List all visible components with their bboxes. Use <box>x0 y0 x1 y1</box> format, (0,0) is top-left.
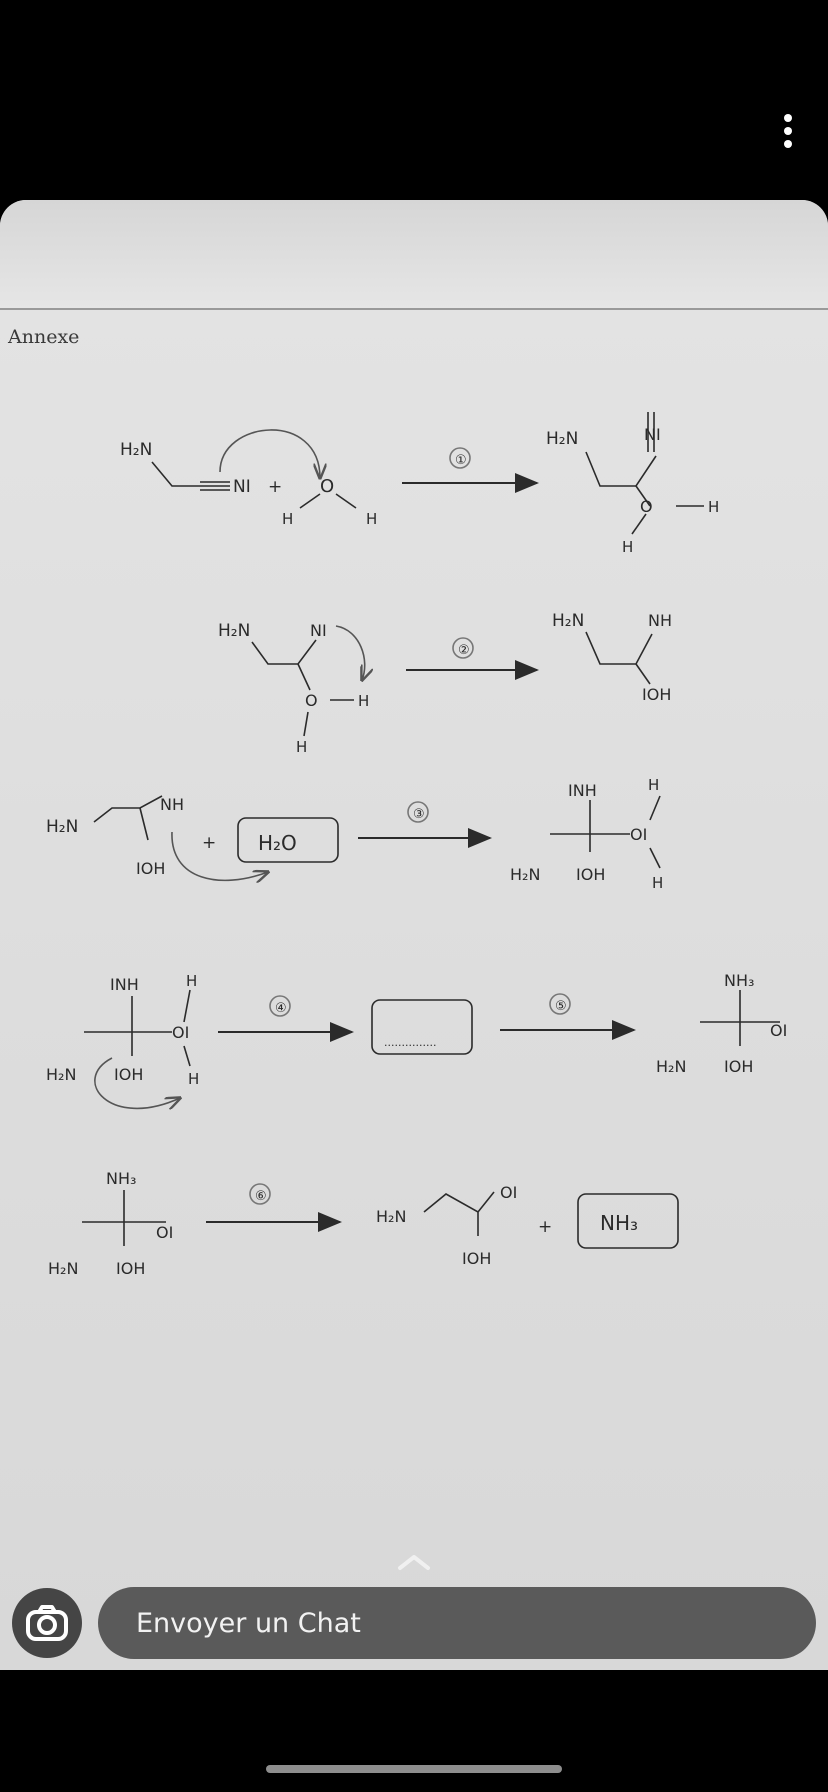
r1p-ni: NI <box>644 425 661 444</box>
r4-o: OI <box>172 1023 189 1042</box>
paper-edge <box>0 200 828 310</box>
row-4: INH OI H H H₂N IOH ④ ............... ⑤ N… <box>46 971 787 1108</box>
r2p-nh: NH <box>648 611 672 630</box>
r3-plus: + <box>202 833 216 853</box>
r2p-oh: IOH <box>642 685 671 704</box>
row-5: NH₃ OI H₂N IOH ⑥ H₂N OI IOH + NH₃ <box>48 1169 679 1278</box>
step4-blank-box: ............... <box>384 1036 436 1049</box>
r2-ni: NI <box>310 621 327 640</box>
r3p-o: OI <box>630 825 647 844</box>
r1-plus: + <box>268 477 282 497</box>
chat-placeholder: Envoyer un Chat <box>136 1608 361 1639</box>
r3-nh: NH <box>160 795 184 814</box>
r2-h2n: H₂N <box>218 621 250 641</box>
r5-nh3: NH₃ <box>106 1169 136 1188</box>
r4-inh: INH <box>110 975 139 994</box>
home-indicator[interactable] <box>266 1765 562 1773</box>
r4-oh: IOH <box>114 1065 143 1084</box>
r5p-h2n: H₂N <box>376 1207 406 1226</box>
r5-h2n: H₂N <box>48 1259 78 1278</box>
chat-input[interactable]: Envoyer un Chat <box>98 1587 816 1659</box>
r3-h2n: H₂N <box>46 817 78 837</box>
step-6: ⑥ <box>255 1189 267 1204</box>
r1p-h: H <box>708 498 719 516</box>
r1p-o: O <box>640 497 653 516</box>
r3p-h2: H <box>652 874 663 892</box>
row-3: H₂N NH IOH + H₂O ③ INH OI H H H₂N IOH <box>46 776 663 892</box>
step6-product-answer: NH₃ <box>600 1211 638 1235</box>
r4-h2n: H₂N <box>46 1065 76 1084</box>
r4p-o: OI <box>770 1021 787 1040</box>
step-4: ④ <box>275 1001 287 1016</box>
r2-o: O <box>305 691 318 710</box>
r3p-oh: IOH <box>576 865 605 884</box>
r1-h2n: H₂N <box>120 440 152 460</box>
r1-o: O <box>320 476 334 497</box>
paper-rule <box>0 308 828 310</box>
r2-h2: H <box>296 738 307 756</box>
chevron-up-icon[interactable] <box>396 1552 432 1572</box>
r1-h-right: H <box>366 510 377 528</box>
r4p-nh3: NH₃ <box>724 971 754 990</box>
row-2: H₂N NI O H H ② H₂N NH IOH <box>218 611 672 756</box>
r3-oh: IOH <box>136 859 165 878</box>
r4-h2: H <box>188 1070 199 1088</box>
r2-h: H <box>358 692 369 710</box>
r5-o: OI <box>156 1223 173 1242</box>
camera-icon <box>26 1605 68 1641</box>
r2p-h2n: H₂N <box>552 611 584 631</box>
r5p-o: OI <box>500 1183 517 1202</box>
r1-ni: NI <box>233 477 251 497</box>
photo-of-worksheet: Annexe <box>0 200 828 1670</box>
row-1: H₂N NI + O H H ① H₂N NI O H H <box>120 412 719 556</box>
r5-oh: IOH <box>116 1259 145 1278</box>
r4p-h2n: H₂N <box>656 1057 686 1076</box>
more-vertical-icon[interactable] <box>780 114 796 154</box>
r5p-oh: IOH <box>462 1249 491 1268</box>
r4p-oh: IOH <box>724 1057 753 1076</box>
step-1: ① <box>455 453 467 468</box>
r3p-h: H <box>648 776 659 794</box>
camera-button[interactable] <box>12 1588 82 1658</box>
step3-reagent-answer: H₂O <box>258 831 297 855</box>
r1p-h2: H <box>622 538 633 556</box>
r3p-inh: INH <box>568 781 597 800</box>
r1-h-left: H <box>282 510 293 528</box>
r4-h: H <box>186 972 197 990</box>
r5-plus: + <box>538 1217 552 1237</box>
step-5: ⑤ <box>555 999 567 1014</box>
annexe-label: Annexe <box>8 326 80 348</box>
r3p-h2n: H₂N <box>510 865 540 884</box>
r1p-h2n: H₂N <box>546 429 578 449</box>
step-2: ② <box>458 643 470 658</box>
step-3: ③ <box>413 807 425 822</box>
